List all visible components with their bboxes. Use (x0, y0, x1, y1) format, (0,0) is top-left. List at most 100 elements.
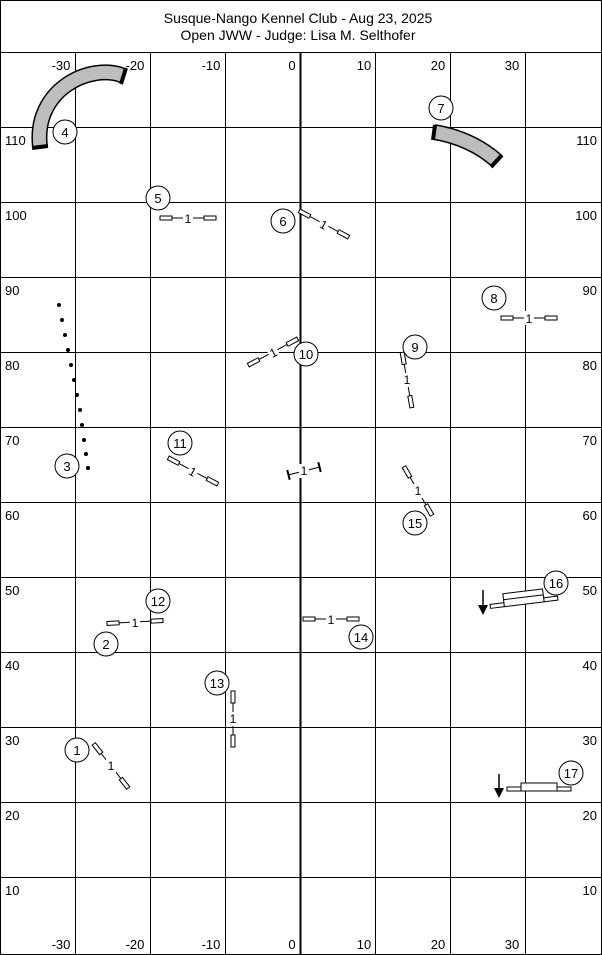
jump-bar-label: 1 (108, 759, 115, 773)
y-tick-label: 30 (583, 733, 597, 748)
jump-bar-label: 1 (415, 484, 422, 498)
y-tick-label: 50 (583, 583, 597, 598)
x-tick-label: -20 (126, 58, 145, 73)
y-tick-label: 70 (583, 433, 597, 448)
wingless-jump: 1 (286, 462, 322, 480)
tunnel-fill (432, 125, 502, 166)
down-arrow-icon (478, 605, 488, 615)
jump-bar-label: 1 (230, 712, 237, 726)
jump-14: 1 (302, 612, 360, 627)
y-tick-label: 90 (583, 283, 597, 298)
number-circles: 1 2 3 4 5 6 7 8 9 10 11 12 13 14 15 16 1… (52, 95, 584, 786)
svg-text:11: 11 (173, 436, 187, 451)
tunnel-end (431, 124, 437, 141)
jump-15: 1 (401, 465, 435, 517)
jump-12: 1 (106, 614, 164, 630)
x-axis-bottom: -30 -20 -10 0 10 20 30 (52, 937, 520, 952)
svg-text:6: 6 (279, 214, 286, 229)
obstacle-number-2: 2 (93, 631, 119, 657)
jump-bar-label: 1 (301, 464, 308, 478)
y-tick-label: 110 (5, 133, 26, 148)
jump-bar-label: 1 (131, 616, 139, 630)
double-jump-16 (478, 588, 559, 615)
x-tick-label: 20 (431, 58, 445, 73)
y-tick-label: 20 (583, 808, 597, 823)
obstacle-number-1: 1 (64, 737, 90, 763)
svg-text:17: 17 (564, 766, 578, 781)
x-tick-label: -10 (202, 937, 221, 952)
y-axis-left: 110 100 90 80 70 60 50 40 30 20 10 (5, 133, 27, 898)
x-tick-label: 10 (357, 58, 371, 73)
weave-poles-3 (57, 303, 90, 470)
x-tick-label: -10 (202, 58, 221, 73)
y-tick-label: 40 (5, 658, 19, 673)
jump-5: 1 (159, 211, 217, 226)
x-tick-label: -20 (126, 937, 145, 952)
y-tick-label: 20 (5, 808, 19, 823)
y-tick-label: 10 (583, 883, 597, 898)
y-tick-label: 10 (5, 883, 19, 898)
obstacle-number-15: 15 (402, 510, 428, 536)
svg-text:13: 13 (210, 676, 224, 691)
tunnel-7 (431, 124, 504, 169)
obstacle-number-16: 16 (543, 570, 569, 596)
jump-6: 1 (297, 208, 351, 240)
obstacle-number-17: 17 (558, 760, 584, 786)
jump-13: 1 (228, 690, 238, 748)
obstacle-number-5: 5 (145, 185, 171, 211)
jump-bar-label: 1 (185, 212, 192, 226)
course-subtitle: Open JWW - Judge: Lisa M. Selthofer (181, 27, 416, 43)
jump-bar-label: 1 (328, 613, 335, 627)
double-jump-17 (494, 774, 572, 798)
obstacle-number-7: 7 (428, 95, 454, 121)
down-arrow-icon (494, 788, 504, 798)
y-tick-label: 60 (5, 508, 19, 523)
x-tick-label: 10 (357, 937, 371, 952)
svg-text:14: 14 (354, 630, 368, 645)
jump-11: 1 (166, 455, 220, 487)
obstacle-number-3: 3 (54, 453, 80, 479)
svg-text:3: 3 (63, 459, 70, 474)
x-tick-label: -30 (52, 58, 71, 73)
jump-8: 1 (500, 311, 558, 326)
y-tick-label: 110 (576, 133, 597, 148)
x-tick-label: 0 (288, 58, 295, 73)
y-tick-label: 90 (5, 283, 19, 298)
x-tick-label: 0 (288, 937, 295, 952)
jump-bar-label: 1 (526, 312, 533, 326)
svg-text:4: 4 (61, 125, 68, 140)
y-tick-label: 50 (5, 583, 19, 598)
tunnel-end (31, 144, 49, 150)
svg-text:8: 8 (490, 291, 497, 306)
tunnel-fill (32, 65, 127, 148)
obstacle-number-4: 4 (52, 119, 78, 145)
obstacle-number-8: 8 (481, 285, 507, 311)
svg-text:12: 12 (151, 594, 165, 609)
obstacle-number-10: 10 (293, 341, 319, 367)
y-tick-label: 80 (583, 358, 597, 373)
obstacle-number-6: 6 (270, 208, 296, 234)
y-tick-label: 30 (5, 733, 19, 748)
svg-text:16: 16 (549, 576, 563, 591)
y-axis-right: 110 100 90 80 70 60 50 40 30 20 10 (575, 133, 597, 898)
x-tick-label: 30 (505, 58, 519, 73)
jump-10: 1 (246, 336, 300, 368)
jump-9: 1 (399, 351, 415, 409)
y-tick-label: 80 (5, 358, 19, 373)
y-tick-label: 40 (583, 658, 597, 673)
obstacle-number-13: 13 (204, 670, 230, 696)
y-tick-label: 70 (5, 433, 19, 448)
jump-1: 1 (91, 742, 131, 790)
x-tick-label: 30 (505, 937, 519, 952)
obstacle-number-12: 12 (145, 588, 171, 614)
jump-bar-label: 1 (404, 373, 411, 387)
svg-text:9: 9 (411, 340, 418, 355)
obstacle-number-9: 9 (402, 334, 428, 360)
x-tick-label: -30 (52, 937, 71, 952)
x-tick-label: 20 (431, 937, 445, 952)
svg-text:7: 7 (437, 101, 444, 116)
y-tick-label: 60 (583, 508, 597, 523)
course-title: Susque-Nango Kennel Club - Aug 23, 2025 (164, 10, 433, 26)
y-tick-label: 100 (575, 208, 597, 223)
